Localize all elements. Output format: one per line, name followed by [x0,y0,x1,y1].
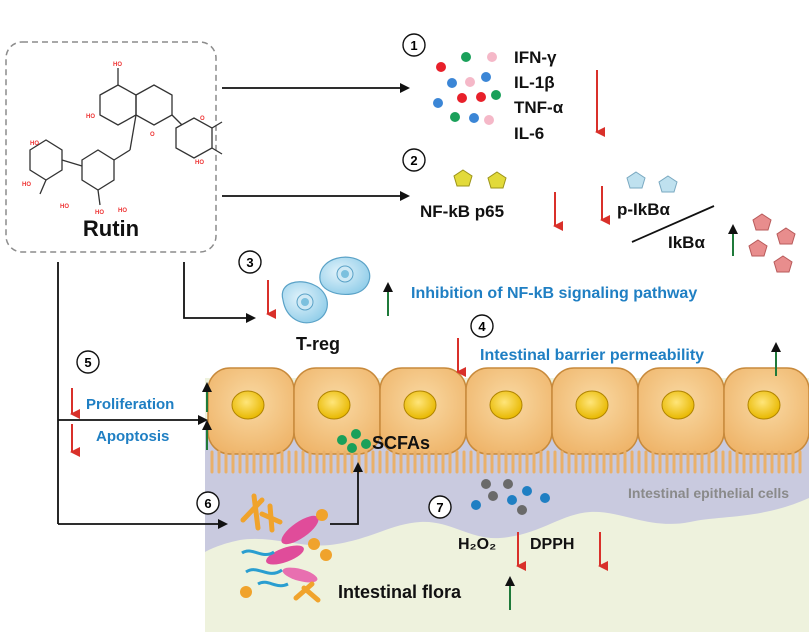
p-ikba-label: p-IkBα [617,200,671,219]
rutin-label: Rutin [83,216,139,241]
step-marker-7: 7 [428,495,452,519]
svg-text:HO: HO [118,208,127,214]
cytokine-il-1beta: IL-1β [514,73,555,92]
svg-text:HO: HO [195,160,204,166]
svg-text:1: 1 [410,38,417,53]
epithelial-cell [207,367,295,455]
p-ikba-pentagons [626,171,678,193]
svg-text:7: 7 [436,500,443,515]
arrow-to-treg [183,262,256,323]
rutin-box [5,41,217,253]
arrow-flora-to-scfas [330,462,363,525]
barrier-permeability-label: Intestinal barrier permeability [480,347,704,364]
phospho-separator [631,205,715,243]
svg-text:5: 5 [84,355,91,370]
svg-text:6: 6 [204,496,211,511]
rutin-structure-icon [29,68,223,206]
epithelial-cells-label: Intestinal epithelial cells [628,485,789,501]
pathway-inhibition-label: Inhibition of NF-kB signaling pathway [411,285,697,302]
apoptosis-label: Apoptosis [96,428,169,445]
step-marker-1: 1 [402,33,426,57]
svg-text:HO: HO [60,204,69,210]
nfkb-p65-pentagons [453,169,507,189]
cytokine-tnf-alpha: TNF-α [514,98,564,117]
treg-label: T-reg [296,334,340,354]
treg-cells-icon [281,256,371,324]
svg-text:HO: HO [86,114,95,120]
step-marker-5: 5 [76,350,100,374]
dpph-label: DPPH [530,536,574,553]
ikba-label: IkBα [668,233,705,252]
ros-dots [471,479,550,515]
h2o2-label: H₂O₂ [458,536,496,553]
svg-text:O: O [150,132,155,138]
proliferation-label: Proliferation [86,396,174,413]
step-marker-2: 2 [402,148,426,172]
epithelial-cell [465,367,553,455]
epithelial-cell [551,367,639,455]
rutin-oh-labels: HO HO HO HO HO HO HO O HO O [22,62,205,216]
nfkb-p65-label: NF-kB p65 [420,202,504,221]
step-marker-6: 6 [196,491,220,515]
scfas-label: SCFAs [372,433,430,453]
epithelial-cells [207,367,809,455]
epithelial-cell [379,367,467,455]
svg-text:HO: HO [22,182,31,188]
epithelial-cell [637,367,725,455]
cytokine-il-6: IL-6 [514,124,544,143]
epithelial-cell [723,367,809,455]
svg-text:2: 2 [410,153,417,168]
svg-text:3: 3 [246,255,253,270]
svg-text:O: O [200,116,205,122]
step-marker-3: 3 [238,250,262,274]
ikba-pentagons [748,213,796,273]
svg-text:HO: HO [113,62,122,68]
svg-text:4: 4 [478,319,486,334]
step-marker-4: 4 [470,314,494,338]
cytokine-ifn-gamma: IFN-γ [514,48,557,67]
scfa-dots [337,429,371,453]
svg-text:HO: HO [95,210,104,216]
svg-text:HO: HO [30,141,39,147]
bacteria-icon [240,493,332,603]
intestinal-flora-label: Intestinal flora [338,582,462,602]
microvilli [210,450,802,474]
cytokine-dots [433,52,501,125]
